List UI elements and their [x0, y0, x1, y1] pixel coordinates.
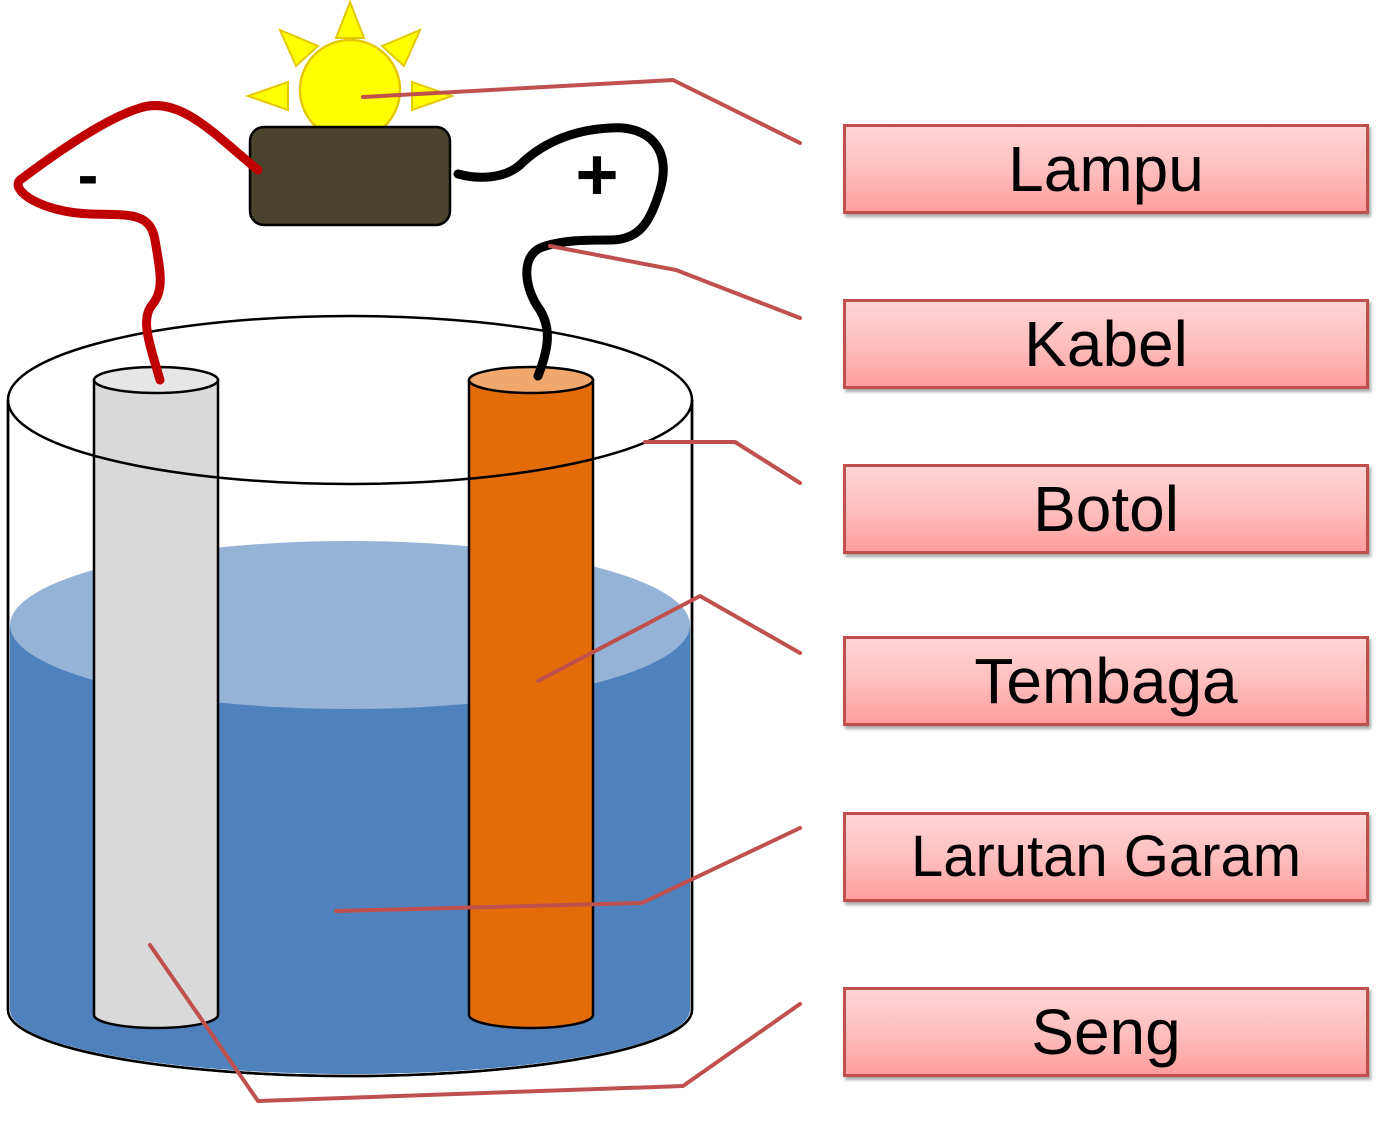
lamp-body — [248, 125, 452, 227]
label-zinc-text: Seng — [1031, 996, 1181, 1068]
label-cable-text: Kabel — [1024, 308, 1188, 380]
leader-line-copper — [536, 594, 802, 683]
bulb-icon — [244, 0, 456, 142]
negative-wire — [13, 101, 263, 385]
leader-line-salt-solution — [334, 826, 802, 913]
label-copper: Tembaga — [843, 636, 1369, 726]
label-cable: Kabel — [843, 299, 1369, 389]
label-salt-solution: Larutan Garam — [843, 812, 1369, 902]
leader-line-zinc — [148, 943, 802, 1103]
label-copper-text: Tembaga — [974, 645, 1238, 717]
label-bottle-text: Botol — [1033, 473, 1179, 545]
label-bottle: Botol — [843, 464, 1369, 554]
label-salt-solution-text: Larutan Garam — [910, 824, 1302, 889]
negative-sign: - — [78, 141, 99, 210]
leader-line-cable — [548, 244, 802, 320]
label-lamp-text: Lampu — [1008, 133, 1204, 205]
label-zinc: Seng — [843, 987, 1369, 1077]
label-lamp: Lampu — [843, 124, 1369, 214]
leader-line-lamp — [361, 78, 802, 145]
bottle-rim — [6, 314, 694, 486]
positive-wire — [453, 123, 668, 381]
zinc-rod — [92, 365, 220, 1030]
copper-rod — [467, 365, 595, 1030]
positive-sign: + — [575, 133, 618, 216]
bottle-bottom-edge — [6, 1009, 694, 1078]
leader-line-bottle — [643, 440, 802, 485]
